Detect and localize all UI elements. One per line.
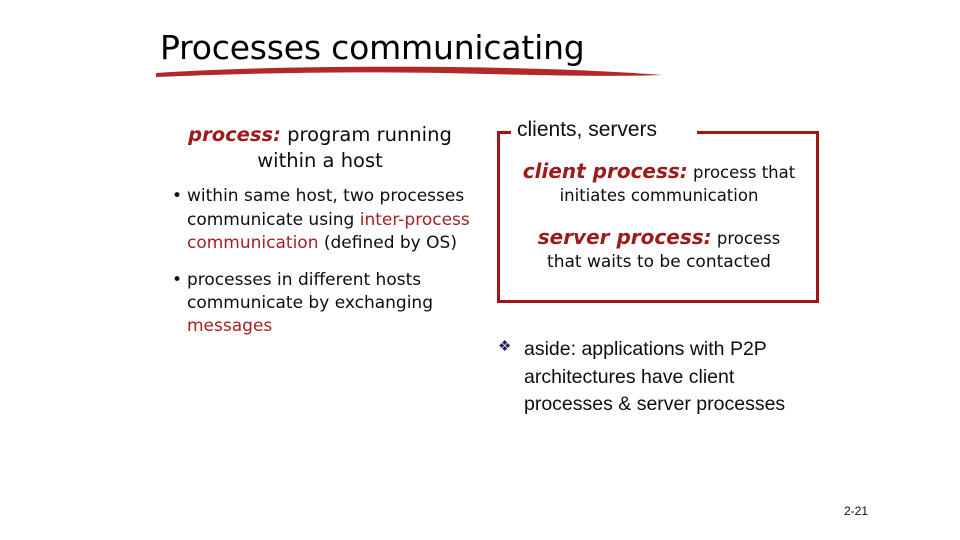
aside-text: aside: applications with P2P architectur…: [524, 338, 786, 416]
left-column: process: program running within a host •…: [160, 122, 478, 352]
server-process-term: server process:: [537, 225, 712, 249]
diamond-bullet-icon: ❖: [498, 338, 512, 355]
process-definition: process: program running within a host: [160, 122, 478, 173]
bullet-text-part1: within same host, two processes communic…: [187, 186, 465, 230]
server-process-definition-text: process: [711, 229, 781, 248]
client-process-term: client process:: [522, 159, 688, 183]
callout-box-border-bottom: [497, 300, 819, 303]
bullet-text: processes in different hosts communicate…: [187, 269, 478, 338]
callout-box-border-top-right: [697, 131, 819, 134]
callout-heading: clients, servers: [514, 118, 661, 142]
server-process-definition: server process: process that waits to be…: [506, 225, 812, 275]
bullet-highlight: messages: [187, 316, 273, 337]
callout-box-border-right: [816, 131, 819, 303]
callout-box-border-left: [497, 131, 500, 303]
client-process-definition-line2: initiates communication: [559, 186, 759, 205]
list-item: • within same host, two processes commun…: [160, 185, 478, 254]
process-definition-text: program running within a host: [257, 123, 452, 172]
bullet-dot-icon: •: [172, 186, 183, 207]
bullet-text: within same host, two processes communic…: [187, 185, 478, 254]
right-column: clients, servers client process: process…: [490, 115, 830, 315]
page-title: Processes communicating: [160, 28, 585, 67]
process-term: process:: [188, 123, 281, 146]
client-process-definition: client process: process that initiates c…: [506, 159, 812, 209]
page-number: 2-21: [843, 504, 868, 518]
callout-box-border-top-left: [497, 131, 511, 134]
aside-list-item: ❖ aside: applications with P2P architect…: [498, 336, 818, 419]
server-process-definition-line2: that waits to be contacted: [547, 252, 771, 272]
bullet-dot-icon: •: [172, 269, 183, 290]
bullet-text-part1: processes in different hosts communicate…: [187, 269, 434, 313]
bullet-highlight: inter-process communication: [187, 209, 470, 253]
client-process-definition-text: process that: [687, 163, 796, 182]
list-item: • processes in different hosts communica…: [160, 269, 478, 338]
bullet-text-part2: (defined by OS): [318, 232, 457, 253]
